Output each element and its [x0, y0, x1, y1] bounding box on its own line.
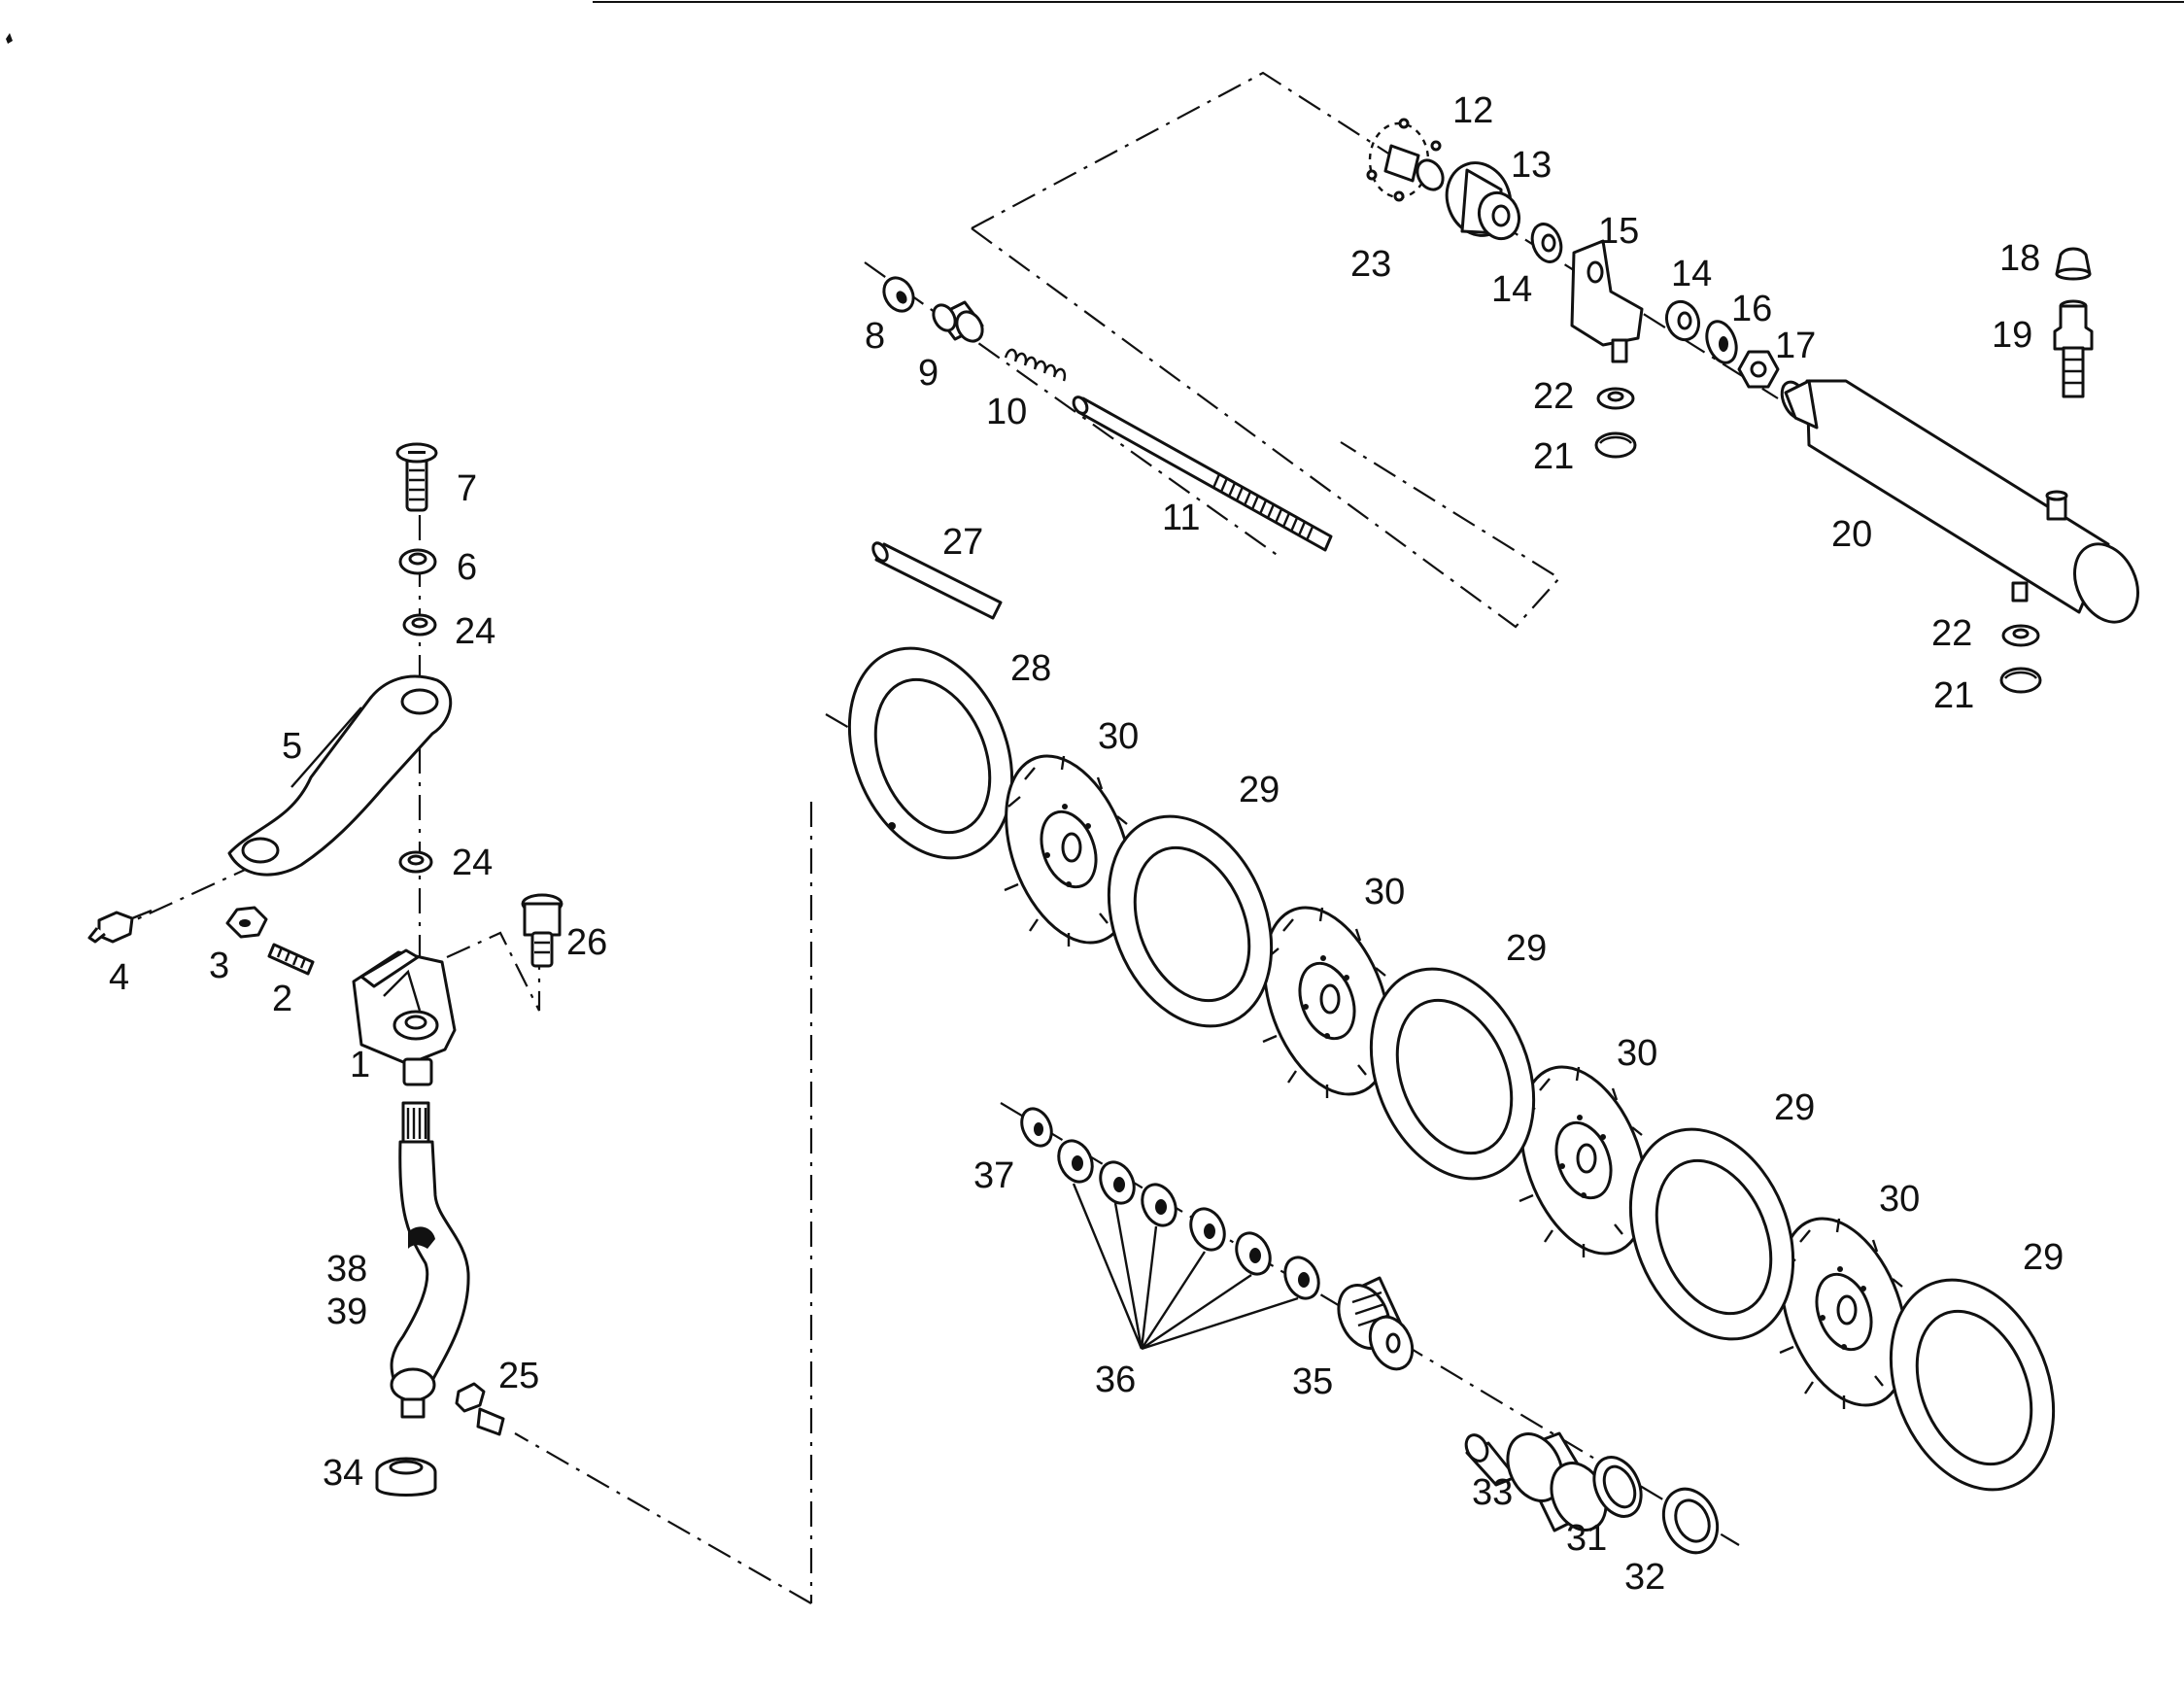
label-21a: 21	[1533, 436, 1574, 477]
seal-part-32	[1661, 1487, 1720, 1555]
nut-part-17	[1737, 350, 1780, 389]
label-26: 26	[566, 922, 607, 963]
label-22a: 22	[1533, 376, 1574, 417]
label-14b: 14	[1671, 254, 1712, 294]
pin-part-27	[871, 541, 1003, 620]
label-28: 28	[1010, 648, 1051, 689]
nut-part-3	[225, 906, 268, 939]
label-29a: 29	[1239, 770, 1280, 810]
label-9: 9	[918, 353, 938, 394]
spring-part-10	[1004, 348, 1067, 382]
label-30d: 30	[1879, 1179, 1920, 1220]
bushing-part-34	[375, 1457, 437, 1497]
friction-plate-part-28	[847, 646, 1014, 860]
label-29d: 29	[2023, 1237, 2064, 1278]
label-38: 38	[326, 1249, 367, 1290]
label-30c: 30	[1617, 1033, 1657, 1074]
label-2: 2	[272, 979, 292, 1019]
cap-part-18	[2055, 247, 2092, 281]
clip-part-8	[882, 276, 915, 313]
label-39: 39	[326, 1291, 367, 1332]
disc-part-30-b	[1262, 906, 1391, 1098]
label-5: 5	[282, 726, 302, 767]
label-29b: 29	[1506, 928, 1547, 969]
label-32: 32	[1624, 1557, 1665, 1598]
washer-part-14-right	[1664, 299, 1701, 342]
label-23: 23	[1350, 244, 1391, 285]
friction-plate-part-29-a	[1107, 814, 1274, 1028]
label-12: 12	[1452, 90, 1493, 131]
washer-part-24-lower	[398, 850, 433, 874]
label-29c: 29	[1774, 1087, 1815, 1128]
pitman-arm-part-38-39	[390, 1101, 470, 1419]
label-25: 25	[498, 1356, 539, 1396]
label-7: 7	[457, 468, 477, 509]
label-30b: 30	[1364, 872, 1405, 912]
label-24a: 24	[455, 611, 495, 652]
housing-part-1	[352, 948, 457, 1086]
spring-washers-part-36	[1057, 1139, 1320, 1351]
label-13: 13	[1511, 145, 1552, 186]
fitting-part-19	[2053, 299, 2094, 398]
label-20: 20	[1831, 514, 1872, 555]
label-17: 17	[1775, 326, 1816, 366]
cup-part-13	[1445, 161, 1521, 241]
disc-part-30-a	[1004, 754, 1133, 947]
label-18: 18	[1999, 238, 2040, 279]
cylinder-part-20	[1780, 379, 2139, 624]
friction-plate-part-29-c	[1628, 1127, 1795, 1341]
washer-part-6	[398, 548, 437, 575]
bushing-part-35	[1337, 1276, 1415, 1371]
label-3: 3	[209, 946, 229, 986]
label-6: 6	[457, 547, 477, 588]
clip-part-37	[1020, 1107, 1053, 1148]
label-22b: 22	[1931, 613, 1972, 654]
label-35: 35	[1292, 1361, 1333, 1402]
label-4: 4	[109, 957, 129, 998]
label-8: 8	[865, 316, 885, 357]
bolt-part-26	[521, 893, 563, 968]
label-11: 11	[1162, 498, 1200, 538]
label-33: 33	[1472, 1472, 1513, 1513]
washer-part-24-upper	[402, 613, 437, 637]
disc-part-30-d	[1779, 1217, 1908, 1409]
label-27: 27	[942, 522, 983, 563]
washer-part-22-lower	[2001, 624, 2040, 647]
washer-part-22-upper	[1596, 387, 1635, 410]
shaft-part-11	[1072, 396, 1333, 552]
clip-part-16	[1705, 320, 1738, 364]
spindle-part-12-23	[1366, 118, 1445, 202]
bracket-part-15	[1570, 239, 1644, 363]
bushing-part-9	[932, 300, 984, 343]
label-14a: 14	[1491, 269, 1532, 310]
label-16: 16	[1731, 289, 1772, 329]
label-24b: 24	[452, 843, 493, 883]
ring-part-31	[1592, 1456, 1643, 1518]
label-15: 15	[1598, 211, 1639, 252]
arm-part-5	[227, 674, 453, 877]
label-1: 1	[350, 1045, 370, 1085]
washer-part-21-lower	[1999, 667, 2042, 694]
label-36: 36	[1095, 1360, 1136, 1400]
washer-part-14-left	[1530, 223, 1563, 263]
fitting-part-25	[455, 1382, 505, 1436]
friction-plate-part-29-d	[1889, 1278, 2056, 1492]
label-10: 10	[986, 392, 1027, 432]
callout-labels: 1 2 3 4 5 6 7 8 9 10 11 12 13 14 14 15 1…	[109, 90, 2064, 1598]
label-34: 34	[323, 1453, 363, 1494]
label-30a: 30	[1098, 716, 1139, 757]
label-21b: 21	[1933, 675, 1974, 716]
label-37: 37	[973, 1155, 1014, 1196]
screw-part-7	[395, 442, 438, 512]
scan-mark	[6, 33, 13, 44]
washer-part-21-upper	[1594, 431, 1637, 459]
label-31: 31	[1566, 1518, 1607, 1559]
label-19: 19	[1992, 315, 2032, 356]
stud-part-2	[267, 943, 315, 976]
disc-part-30-c	[1519, 1065, 1648, 1257]
friction-plate-part-29-b	[1369, 967, 1536, 1181]
grease-fitting-part-4	[87, 909, 153, 944]
